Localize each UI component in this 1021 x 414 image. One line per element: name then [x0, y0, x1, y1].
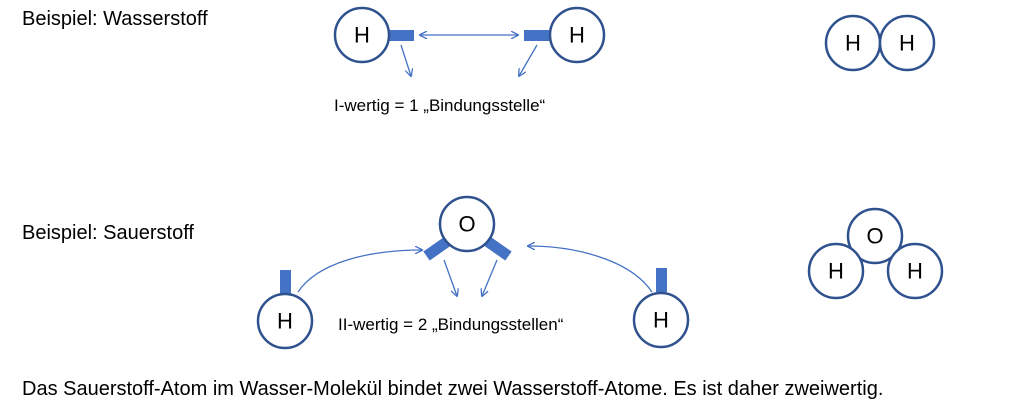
valence-pointer-arrow: [443, 259, 457, 296]
bond-stub: [524, 30, 552, 41]
water-molecule: O H H: [807, 207, 944, 300]
valence-pointer-arrow: [519, 44, 538, 76]
atom-symbol: H: [277, 309, 293, 334]
valence-pointer-arrow: [482, 259, 498, 296]
hydrogen-example-title: Beispiel: Wasserstoff: [22, 8, 208, 30]
atom-symbol: H: [907, 259, 923, 284]
bond-stub: [656, 268, 667, 292]
hydrogen-molecule: H H: [824, 14, 936, 72]
molecule-oxygen-atom: [846, 207, 904, 265]
hydrogen-atom-right: H: [632, 268, 690, 349]
atom-symbol: H: [354, 23, 370, 48]
bond-connection-arrow: [297, 250, 422, 293]
hydrogen-atom-left: H: [333, 6, 414, 64]
atom-symbol: H: [653, 308, 669, 333]
caption: Das Sauerstoff-Atom im Wasser-Molekül bi…: [22, 378, 884, 400]
oxygen-example-title: Beispiel: Sauerstoff: [22, 222, 194, 244]
molecule-hydrogen-atom: [878, 14, 936, 72]
hydrogen-atom-right: H: [524, 6, 606, 64]
atom-symbol: H: [828, 259, 844, 284]
molecule-hydrogen-atom: [886, 242, 944, 300]
atom-symbol: O: [458, 212, 475, 237]
bond-stub: [280, 270, 291, 294]
molecule-hydrogen-atom: [807, 242, 865, 300]
atom-symbol: H: [569, 23, 585, 48]
bond-stub: [482, 235, 512, 261]
bond-connection-arrow: [528, 246, 653, 293]
oxygen-atom: O: [423, 195, 512, 261]
atom-symbol: H: [845, 31, 861, 56]
oxygen-valence-label: II-wertig = 2 „Bindungsstellen“: [338, 315, 564, 334]
atom-symbol: O: [866, 224, 883, 249]
atom-symbol: H: [899, 31, 915, 56]
bond-stub: [386, 30, 414, 41]
hydrogen-atom-left: H: [256, 270, 314, 350]
hydrogen-valence-label: I-wertig = 1 „Bindungsstelle“: [334, 96, 546, 115]
valence-pointer-arrow: [400, 44, 411, 76]
